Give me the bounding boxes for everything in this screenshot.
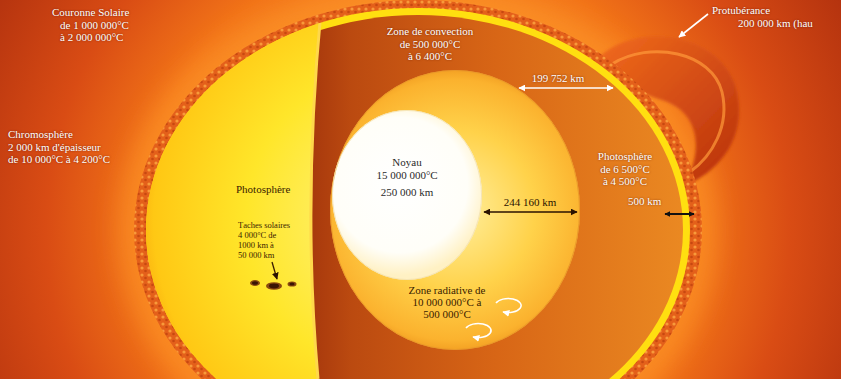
photosphere-ring [146, 8, 690, 379]
temperature-label: 15 000 000°C [376, 169, 437, 181]
convection-zone [153, 15, 683, 379]
sunspot [269, 284, 279, 289]
sunspot-group [250, 280, 297, 290]
region-title: Couronne Solaire [52, 6, 129, 18]
temperature-note: de 500 000°C à 6 400°C [398, 38, 462, 62]
zone-label: Zone radiative de 10 000 000°C à 500 000… [406, 284, 489, 320]
temperature-note: de 1 000 000°C à 2 000 000°C [60, 19, 133, 43]
chromosphere-layer [134, 0, 702, 379]
convection-loop [496, 299, 521, 313]
convection-loop [466, 324, 491, 338]
region-title: Taches solaires [238, 220, 290, 230]
region-title: Chromosphère [8, 128, 73, 140]
region-title: Photosphère [598, 150, 652, 162]
sunspot [266, 282, 282, 290]
region-title: Photosphère [236, 183, 290, 195]
temperature-note: 4 000°C de 1000 km à 50 000 km [238, 230, 282, 260]
core-fill [332, 110, 482, 280]
cut-edge-group [311, 0, 322, 379]
temperature-note: 2 000 km d'épaisseur de 10 000°C à 4 200… [8, 141, 112, 165]
region-title: Protubérance [712, 4, 770, 16]
temperature-note: de 6 500°C à 4 500°C [598, 163, 651, 187]
dimension-arrow [484, 211, 577, 212]
dimension-label: 199 752 km [532, 72, 585, 84]
core-ellipse: Noyau15 000 000°C 250 000 km [332, 110, 482, 280]
sunspot [289, 283, 294, 286]
sunspot [288, 281, 297, 286]
dimension-arrow [665, 213, 694, 215]
zone-outline [333, 111, 482, 280]
leader-arrow [272, 262, 277, 279]
zone-outline [331, 71, 580, 350]
sunspot [252, 281, 258, 285]
radiative-zone: Zone radiative de 10 000 000°C à 500 000… [330, 70, 580, 350]
cut-edge [311, 0, 322, 379]
dimension-label: 500 km [628, 195, 661, 207]
region-title: Zone de convection [387, 25, 474, 37]
dimension-arrow [519, 87, 613, 88]
core-title: Noyau [392, 156, 421, 168]
photosphere-surface [146, 8, 690, 379]
radiative-zone-fill [330, 70, 580, 350]
dimension-label: 244 160 km [504, 196, 557, 208]
dimension-note: 200 000 km (hau [738, 17, 813, 29]
sunspot [250, 280, 260, 286]
dimension-label: 250 000 km [381, 186, 434, 198]
leader-arrow [679, 14, 708, 37]
